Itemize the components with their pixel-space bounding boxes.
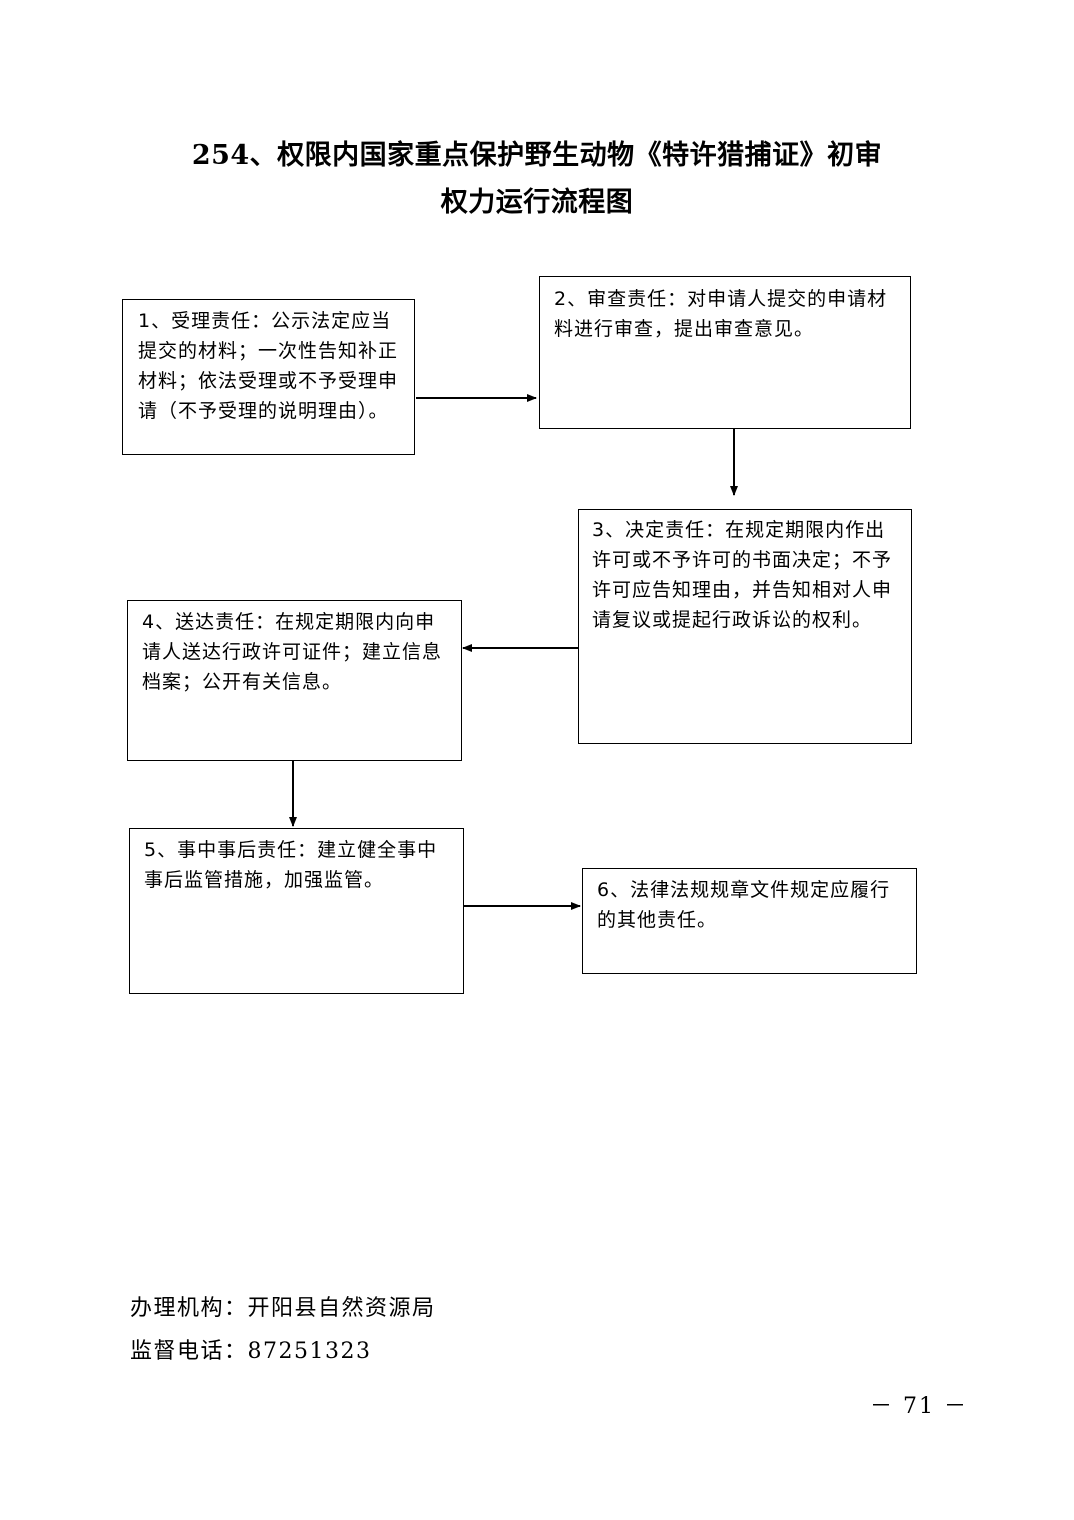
document-title-line1: 254、权限内国家重点保护野生动物《特许猎捕证》初审 — [191, 140, 883, 171]
step-4-delivery-box: 4、送达责任：在规定期限内向申请人送达行政许可证件；建立信息档案；公开有关信息。 — [127, 600, 462, 761]
step-2-review-box: 2、审查责任：对申请人提交的申请材料进行审查，提出审查意见。 — [539, 276, 911, 429]
step-1-acceptance-box: 1、受理责任：公示法定应当提交的材料；一次性告知补正材料；依法受理或不予受理申请… — [122, 299, 415, 455]
supervision-phone: 监督电话：87251323 — [130, 1339, 372, 1364]
step-3-decision-box: 3、决定责任：在规定期限内作出许可或不予许可的书面决定；不予许可应告知理由，并告… — [578, 509, 912, 744]
document-title-line2: 权力运行流程图 — [440, 187, 634, 218]
page-number: － 71 － — [870, 1394, 968, 1419]
step-4-text: 4、送达责任：在规定期限内向申请人送达行政许可证件；建立信息档案；公开有关信息。 — [142, 611, 443, 693]
handling-agency: 办理机构：开阳县自然资源局 — [130, 1296, 436, 1321]
step-5-supervision-box: 5、事中事后责任：建立健全事中事后监管措施，加强监管。 — [129, 828, 464, 994]
step-2-text: 2、审查责任：对申请人提交的申请材料进行审查，提出审查意见。 — [554, 288, 888, 340]
step-6-other-box: 6、法律法规规章文件规定应履行的其他责任。 — [582, 868, 917, 974]
step-3-text: 3、决定责任：在规定期限内作出许可或不予许可的书面决定；不予许可应告知理由，并告… — [592, 519, 893, 631]
step-5-text: 5、事中事后责任：建立健全事中事后监管措施，加强监管。 — [144, 839, 438, 891]
step-6-text: 6、法律法规规章文件规定应履行的其他责任。 — [597, 879, 891, 931]
step-1-text: 1、受理责任：公示法定应当提交的材料；一次性告知补正材料；依法受理或不予受理申请… — [138, 310, 399, 422]
